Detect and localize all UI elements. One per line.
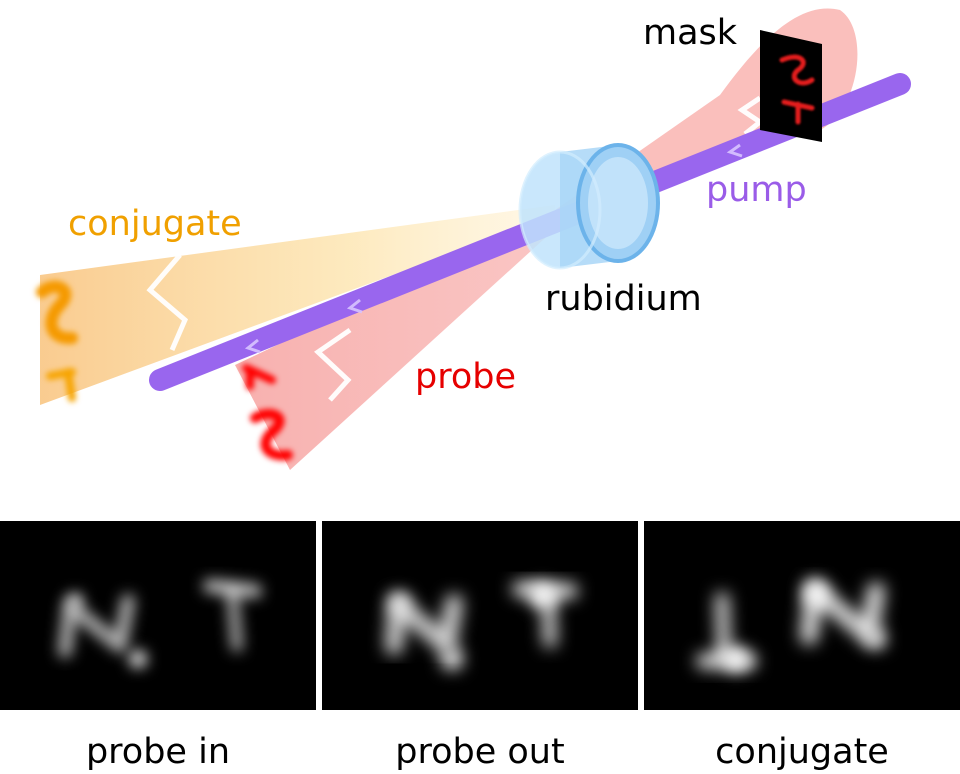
mask-label: mask (643, 13, 738, 53)
pump-arrow-marks (244, 143, 743, 354)
mask-plate (760, 30, 822, 142)
conjugate-beam (40, 205, 555, 405)
conjugate-label: conjugate (68, 204, 242, 244)
image-streaks (146, 95, 765, 402)
caption-conjugate: conjugate (715, 732, 889, 772)
probe-label: probe (415, 357, 517, 397)
probe-beam-output (235, 210, 565, 470)
pump-label: pump (706, 170, 807, 210)
caption-probe-in: probe in (85, 732, 231, 772)
probe-output-image-glyphs (242, 364, 293, 461)
panel-conjugate (644, 521, 960, 710)
probe-out-image (385, 581, 578, 670)
rubidium-label: rubidium (545, 279, 702, 319)
rubidium-cell (518, 143, 660, 270)
panel-probe-out (322, 521, 638, 710)
conjugate-image (696, 580, 886, 671)
conjugate-image-glyphs (36, 280, 78, 402)
panel-probe-in (0, 521, 316, 710)
four-wave-mixing-diagram (36, 8, 911, 470)
probe-in-image (58, 579, 262, 668)
caption-probe-out: probe out (395, 732, 565, 772)
